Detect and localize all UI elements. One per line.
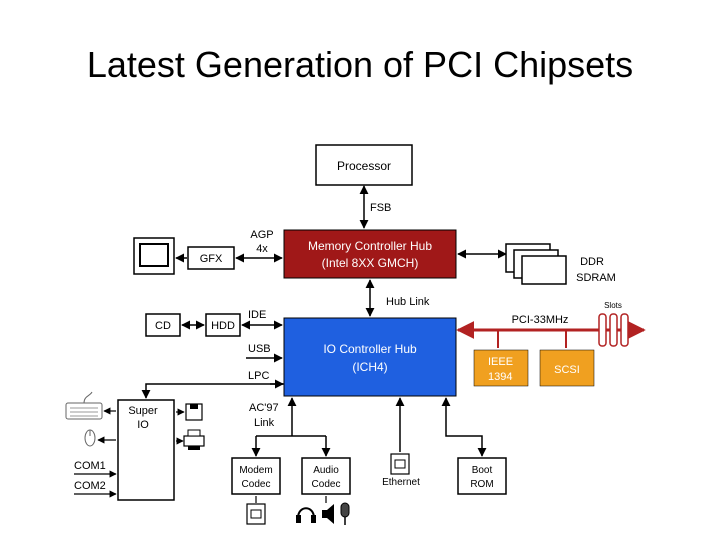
processor-box xyxy=(315,144,413,186)
hub-link-label: Hub Link xyxy=(386,296,430,308)
ac97-label: AC'97 xyxy=(249,402,279,414)
ieee-1394-box xyxy=(473,349,529,387)
printer-icon xyxy=(183,429,205,450)
ethernet-label: Ethernet xyxy=(382,477,420,488)
super-io-label-line2: IO xyxy=(137,419,149,431)
boot-rom-link xyxy=(441,397,487,457)
gfx-box xyxy=(187,246,235,270)
audio-codec-label: Codec xyxy=(312,479,341,490)
super-io-label-line1: Super xyxy=(128,405,158,417)
ac97-link-label: Link xyxy=(254,417,275,429)
super-io-box xyxy=(117,399,175,501)
hdd-label: HDD xyxy=(211,320,235,332)
gfx-label: GFX xyxy=(200,253,223,265)
cd-box xyxy=(145,313,181,337)
modem-codec-label: Codec xyxy=(242,479,271,490)
audio-codec-box xyxy=(301,457,351,495)
modem-codec-box xyxy=(231,457,281,495)
ide-label: IDE xyxy=(248,309,266,321)
mouse-icon xyxy=(84,429,96,447)
speaker-icon xyxy=(322,504,334,524)
phone-jack-icon xyxy=(246,503,266,525)
pci-slots-icon xyxy=(598,313,629,347)
ddr-label: DDR xyxy=(580,256,604,268)
scsi-box xyxy=(539,349,595,387)
mch-box xyxy=(283,229,457,279)
pci-label: PCI-33MHz xyxy=(512,314,569,326)
processor-label: Processor xyxy=(337,159,391,173)
mch-label-line1: Memory Controller Hub xyxy=(308,239,432,253)
rom-label: ROM xyxy=(470,479,493,490)
agp-label: AGP xyxy=(250,229,273,241)
ddr-modules-icon xyxy=(505,243,567,285)
microphone-icon xyxy=(340,502,350,525)
hdd-box xyxy=(205,313,241,337)
ieee-1394-label: 1394 xyxy=(488,371,512,383)
com1-label: COM1 xyxy=(74,460,106,472)
mch-label-line2: (Intel 8XX GMCH) xyxy=(322,256,419,270)
modem-label: Modem xyxy=(239,465,272,476)
slots-label: Slots xyxy=(604,301,622,310)
usb-label: USB xyxy=(248,343,271,355)
lpc-link xyxy=(141,383,284,399)
floppy-icon xyxy=(185,403,203,421)
lpc-label: LPC xyxy=(248,370,269,382)
ethernet-jack-icon xyxy=(390,453,410,475)
slide-title: Latest Generation of PCI Chipsets xyxy=(86,44,634,85)
boot-label: Boot xyxy=(472,465,493,476)
fsb-label: FSB xyxy=(370,202,391,214)
ieee-label: IEEE xyxy=(488,356,513,368)
boot-rom-box xyxy=(457,457,507,495)
ich-box xyxy=(283,317,457,397)
scsi-label: SCSI xyxy=(554,364,580,376)
audio-label: Audio xyxy=(313,465,339,476)
agp-speed-label: 4x xyxy=(256,243,268,255)
com2-label: COM2 xyxy=(74,480,106,492)
ich-label-line2: (ICH4) xyxy=(352,360,387,374)
sdram-label: SDRAM xyxy=(576,272,616,284)
cd-label: CD xyxy=(155,320,171,332)
ich-label-line1: IO Controller Hub xyxy=(323,342,417,356)
keyboard-icon xyxy=(65,391,103,420)
headphones-icon xyxy=(296,507,316,523)
monitor-icon xyxy=(133,237,175,275)
